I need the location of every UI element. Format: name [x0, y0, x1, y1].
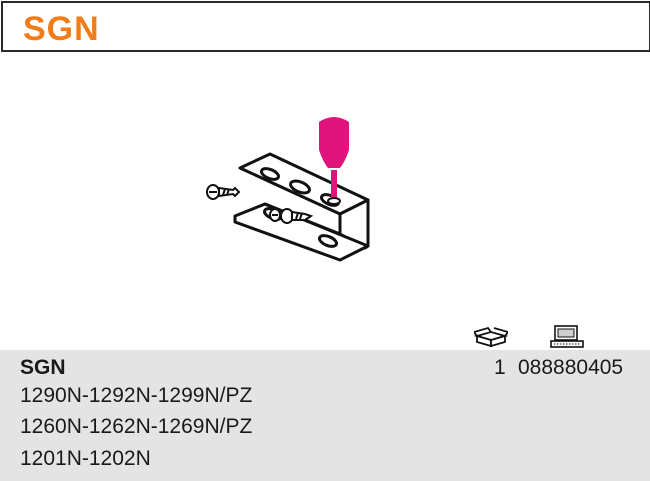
- product-info-panel: SGN 1 088880405 1290N-1292N-1299N/PZ 126…: [0, 350, 650, 481]
- computer-terminal-icon: [550, 325, 584, 348]
- product-illustration: [206, 117, 370, 262]
- product-name: SGN: [20, 356, 66, 379]
- compatible-model-line: 1290N-1292N-1299N/PZ: [20, 384, 253, 407]
- screwdriver-drawing: [319, 117, 349, 205]
- product-code: 088880405: [518, 356, 624, 379]
- compatible-model-line: 1260N-1262N-1269N/PZ: [20, 415, 253, 438]
- page-title: SGN: [23, 10, 100, 48]
- bracket-drawing: [233, 152, 370, 262]
- compatible-model-line: 1201N-1202N: [20, 447, 151, 470]
- screws-drawing: [206, 184, 314, 224]
- title-bar: SGN: [1, 1, 650, 52]
- product-quantity: 1: [494, 356, 506, 379]
- open-box-icon: [474, 326, 508, 348]
